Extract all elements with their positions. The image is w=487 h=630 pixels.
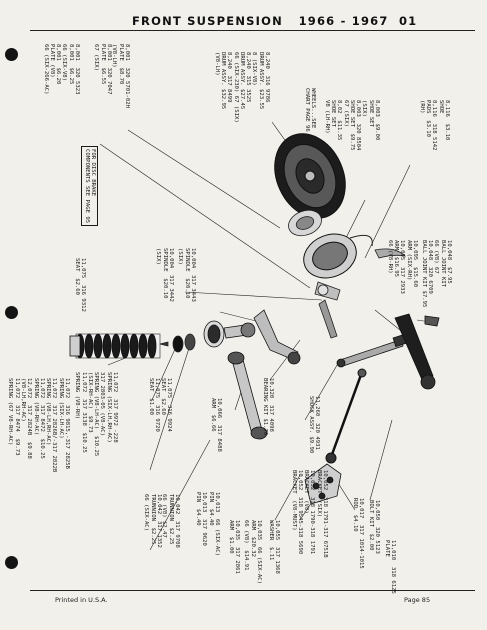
header-rule: [30, 30, 475, 31]
lower-arm: [227, 351, 268, 440]
brake-shoe: [374, 248, 407, 259]
binder-hole: [5, 48, 18, 61]
backing-plate: [303, 233, 373, 279]
binder-hole: [5, 306, 18, 319]
shock-absorber: [336, 333, 410, 368]
callout-spring-rh: 11,072 317 9972 -228 SPRING (SIX-LH,RH-A…: [74, 372, 118, 457]
callout-bolt-kit: 10,050 320 5123 BOLT KIT $2.00: [367, 500, 380, 554]
callout-seat-2: 11,075 316 9720 SEAT $1.00: [147, 378, 160, 432]
brake-drum: [274, 133, 346, 219]
upper-arm: [253, 309, 301, 365]
coil-spring: [69, 333, 161, 359]
spring-seat: [159, 333, 196, 353]
drum-hub: [288, 209, 322, 237]
callout-trunnion: 10,042 317 1352 TRUNNION $2.25 66 (SIX-A…: [143, 494, 162, 548]
page-title: FRONT SUSPENSION 1966 - 1967 01: [132, 14, 418, 28]
spindle: [314, 281, 341, 339]
callout-ball-joint: 10,048 $7.95 BALL JOINT KIT 66 (V8) 67 1…: [420, 240, 452, 308]
callout-shoe-set: 8,003 $9.00 SHOE SET (SIX) 8,003 320 850…: [323, 100, 380, 151]
callout-shock: 11,260 320 4931 SHOCK ASSY. $9.90: [307, 396, 320, 454]
callout-plate-2: 8,001 320 7047 PLATE $6.55 67 (SIX): [93, 44, 112, 95]
callout-arm: 10,035 317 2861 ARM $1.00: [227, 520, 240, 574]
callout-bearing-kit: 10,320 317 4098 BEARING KIT $1.70: [261, 378, 274, 436]
callout-shoe-pads: 8,116 $3.10 SHOE 8,116 318 5142 PADS $3.…: [418, 100, 450, 151]
callout-drum: 8,240 316 9786 DRUM ASSY. $23.55 8 (SIX-…: [213, 52, 270, 123]
callout-spring-lh: 11,072 316 9815,-317 2825B SPRING (SIX-L…: [7, 378, 70, 473]
callout-pin: 10,013 66 (SIX-AC) PIN $4.40 10,013 317 …: [195, 492, 220, 556]
strut-rod: [325, 368, 367, 464]
footer-rule: [30, 590, 475, 591]
callout-spindle-2: 10,004 317 3443 SPINDLE $20.10 (SIX): [177, 248, 196, 302]
callout-wheels: WHEELS...SEE CHART PAGE 96: [303, 88, 316, 132]
callout-arm-rh: 10,095 $15.60 ARM (SIX-RH) 10,095 317 29…: [386, 240, 418, 294]
steering-arm: [394, 313, 440, 390]
callout-arm-3: 10,066 317 8488 ARM $6.66: [209, 398, 222, 452]
printed-note: Printed in U.S.A.: [55, 596, 108, 604]
trunnion: [203, 320, 256, 348]
callout-seat: 11,075 316 9312 SEAT $2.60: [73, 258, 86, 312]
callout-arm-2: 10,035 66 (SIX-AC) ARM $20.32 66 (V8) $1…: [243, 520, 262, 584]
callout-bracket: 10,052 318 1791-317 6751B BRACKET (SIX) …: [290, 470, 328, 558]
callout-plate: 11,010 318 6125 PLATE: [383, 540, 396, 594]
callout-disc-brake-note: FOR DISC BRAKE COMPONENTS SEE PAGE 95: [81, 146, 98, 227]
callout-plate-top: 8,001 320 5323 8,001 $6.25 66 (SIX-V8) 8…: [42, 44, 80, 95]
callout-washer: 10,055 317 1368 WASHER $.11: [267, 520, 280, 574]
strut-bracket: [304, 463, 342, 505]
callout-rod: 10,017 317 1014-1015 ROD $4.10: [351, 498, 364, 569]
page-number: Page 85: [404, 596, 431, 604]
binder-hole: [5, 556, 18, 569]
callout-trunnion-2: 10,042 317 9708 TRUNNION $2.25 66 (V8) $…: [161, 494, 180, 548]
callout-plate-3: 8,001 320 5701-02H PLATE $8.70 (V8-LH): [111, 44, 130, 108]
callout-seat-3: 11,075 316 9924 SEAT $2.60: [159, 378, 172, 432]
callout-spindle: 10,004 317 3442 SPINDLE $20.10 (SIX): [155, 248, 174, 302]
